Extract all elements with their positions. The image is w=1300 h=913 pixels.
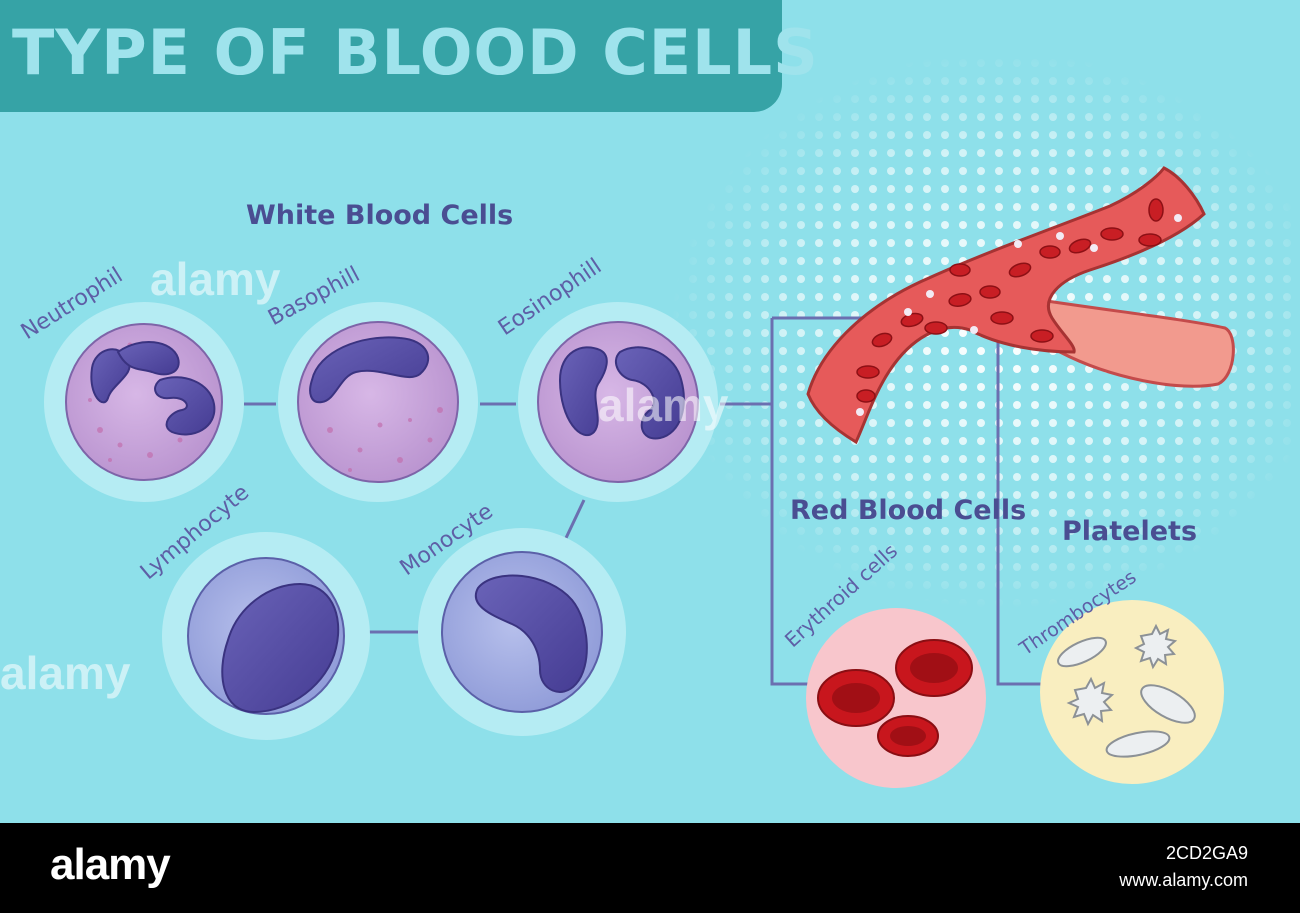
red-blood-cells-illustration <box>806 608 986 788</box>
neutrophil-cell <box>44 302 244 502</box>
page-title: TYPE OF BLOOD CELLS <box>12 16 819 89</box>
watermark: alamy <box>0 647 131 699</box>
footer-logo: alamy <box>50 840 171 889</box>
watermark: alamy <box>150 253 281 305</box>
basophil-cell <box>278 302 478 502</box>
platelets-heading: Platelets <box>1062 516 1198 547</box>
image-id: 2CD2GA9 <box>1165 843 1248 863</box>
watermark: alamy <box>598 379 729 431</box>
blood-vessel <box>806 166 1235 445</box>
footer-bar <box>0 823 1300 913</box>
illustration <box>44 40 1300 788</box>
footer-url[interactable]: www.alamy.com <box>1119 870 1248 890</box>
platelets-illustration <box>1040 600 1224 784</box>
eosinophil-cell <box>518 302 718 502</box>
red-blood-cells-heading: Red Blood Cells <box>790 495 1027 526</box>
lymphocyte-cell <box>162 532 370 740</box>
monocyte-cell <box>418 528 626 736</box>
white-blood-cells-heading: White Blood Cells <box>246 200 514 231</box>
title-banner: TYPE OF BLOOD CELLS <box>0 0 818 112</box>
